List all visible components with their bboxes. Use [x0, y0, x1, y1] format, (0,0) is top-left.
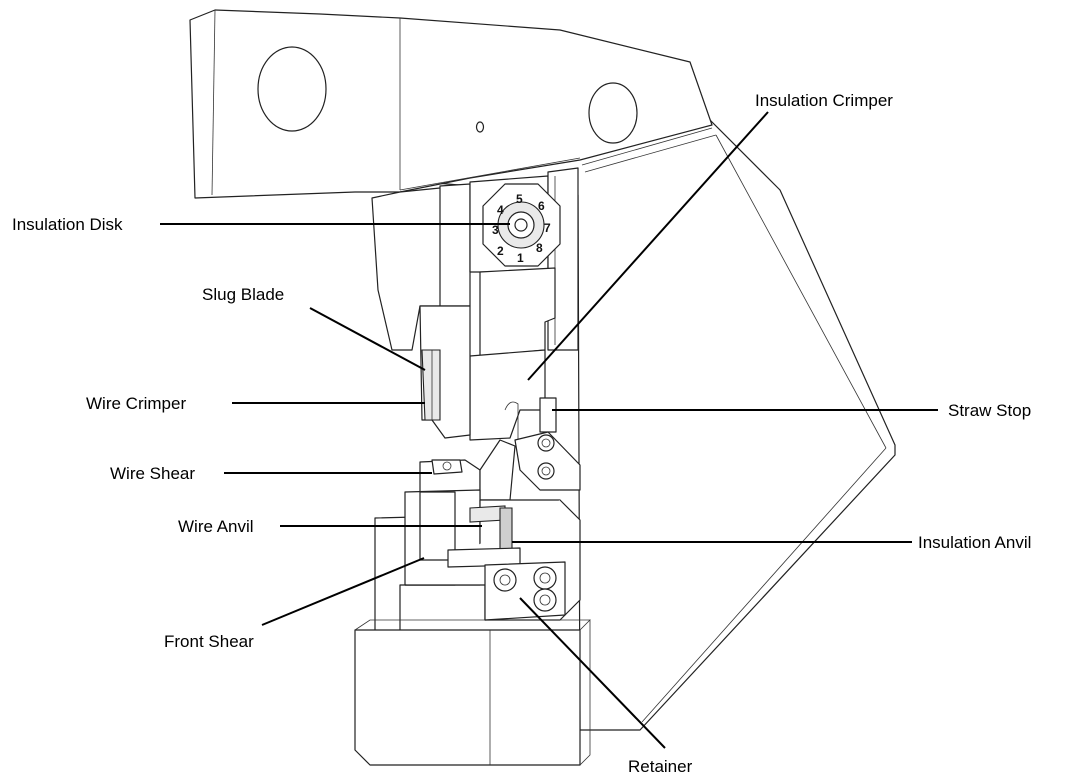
housing-bore-right	[588, 82, 638, 144]
top-housing	[189, 9, 713, 199]
disk-number: 2	[497, 244, 504, 258]
wire-crimper-part	[419, 305, 471, 439]
label-insulation-crimper: Insulation Crimper	[755, 91, 893, 110]
label-slug-blade: Slug Blade	[202, 285, 284, 304]
disk-number: 3	[492, 223, 499, 237]
disk-number: 6	[538, 199, 545, 213]
housing-pin-hole	[475, 121, 485, 133]
insulation-disk: 3 4 5 6 7 8 1 2	[482, 183, 561, 267]
callout-labels: Insulation Crimper Insulation Disk Slug …	[12, 91, 1031, 776]
leader-lines	[160, 111, 938, 749]
label-wire-crimper: Wire Crimper	[86, 394, 186, 413]
label-insulation-anvil: Insulation Anvil	[918, 533, 1031, 552]
label-insulation-disk: Insulation Disk	[12, 215, 123, 234]
label-retainer: Retainer	[628, 757, 693, 776]
disk-number: 5	[516, 192, 523, 206]
leader-insulation-crimper	[527, 111, 769, 381]
disk-number: 1	[517, 251, 524, 265]
base-block	[354, 489, 591, 766]
label-wire-shear: Wire Shear	[110, 464, 195, 483]
straw-stop-part	[514, 397, 581, 491]
leader-retainer	[519, 597, 666, 749]
label-wire-anvil: Wire Anvil	[178, 517, 254, 536]
disk-number: 4	[497, 203, 504, 217]
leader-front-shear	[261, 557, 425, 626]
label-straw-stop: Straw Stop	[948, 401, 1031, 420]
housing-bore-left	[257, 46, 327, 132]
disk-number: 8	[536, 241, 543, 255]
insulation-crimper-part	[469, 267, 556, 441]
label-front-shear: Front Shear	[164, 632, 254, 651]
anvil-part	[447, 505, 521, 568]
retainer-part	[484, 561, 566, 621]
leader-slug-blade	[309, 307, 426, 371]
disk-number: 7	[544, 221, 551, 235]
